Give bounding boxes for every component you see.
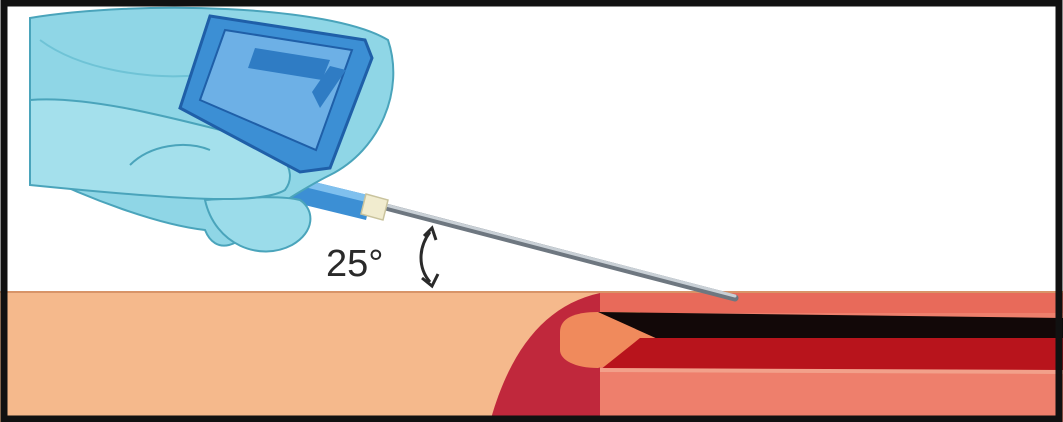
angle-label: 25°: [326, 243, 383, 285]
vein-lower-wall-highlight: [600, 370, 1063, 372]
vein-upper-wall: [600, 293, 1063, 313]
vein: [490, 293, 1063, 422]
vein-blood: [600, 338, 1063, 372]
